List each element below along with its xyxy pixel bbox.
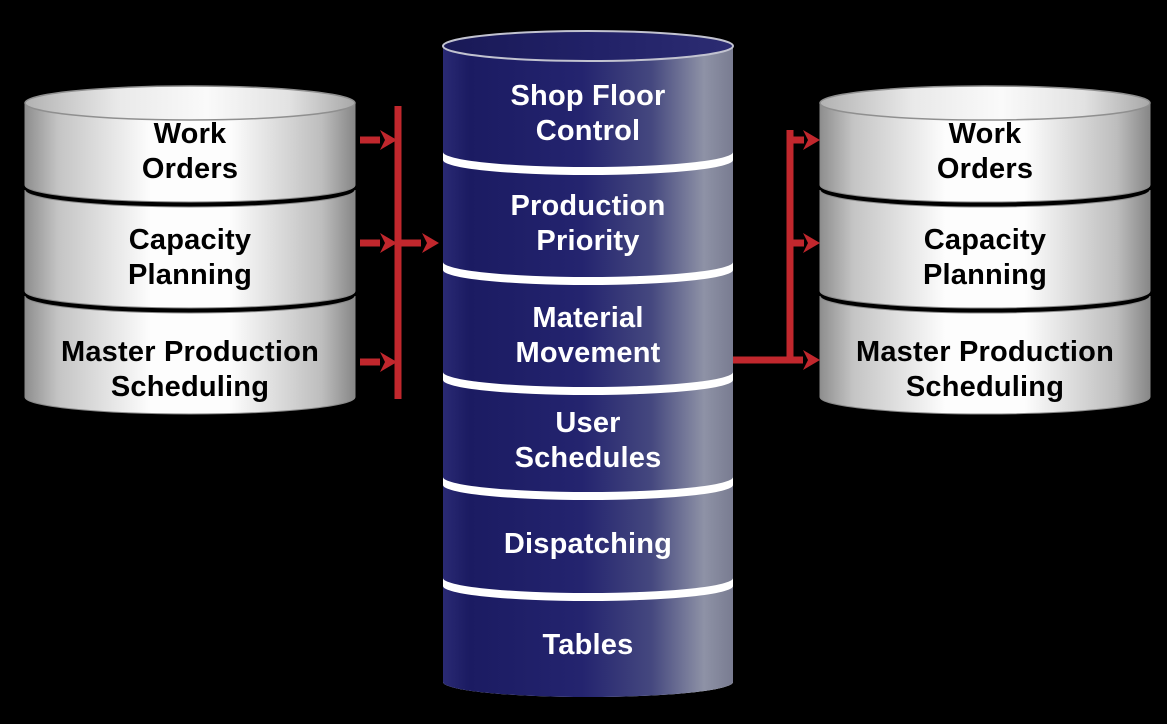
right-flow-arrows <box>733 130 820 370</box>
right-disk-capacity-body <box>819 189 1151 309</box>
right-disk-work-orders-body <box>819 102 1151 203</box>
left-stack-top-ellipse <box>24 85 356 121</box>
right-stack-top-ellipse <box>819 85 1151 121</box>
segment-tables <box>443 586 733 697</box>
arrowhead-icon <box>422 233 439 253</box>
right-disk-master-production-body <box>819 295 1151 415</box>
arrowhead-icon <box>803 350 820 370</box>
left-disk-capacity-body <box>24 189 356 309</box>
arrowhead-icon <box>380 233 397 253</box>
arrowhead-icon <box>380 352 397 372</box>
segment-shop-floor-control <box>443 46 733 167</box>
segment-production-priority <box>443 160 733 277</box>
arrowhead-icon <box>803 233 820 253</box>
arrowhead-icon <box>380 130 397 150</box>
left-disk-master-production-body <box>24 295 356 415</box>
center-cylinder-top-ellipse <box>442 30 734 62</box>
segment-user-schedules <box>443 380 733 492</box>
segment-material-movement <box>443 270 733 387</box>
right-database-stack <box>819 85 1151 415</box>
center-cylinder <box>442 30 734 697</box>
left-database-stack <box>24 85 356 415</box>
left-flow-arrows <box>360 106 439 399</box>
segment-dispatching <box>443 485 733 593</box>
arrowhead-icon <box>803 130 820 150</box>
left-disk-work-orders-body <box>24 102 356 203</box>
